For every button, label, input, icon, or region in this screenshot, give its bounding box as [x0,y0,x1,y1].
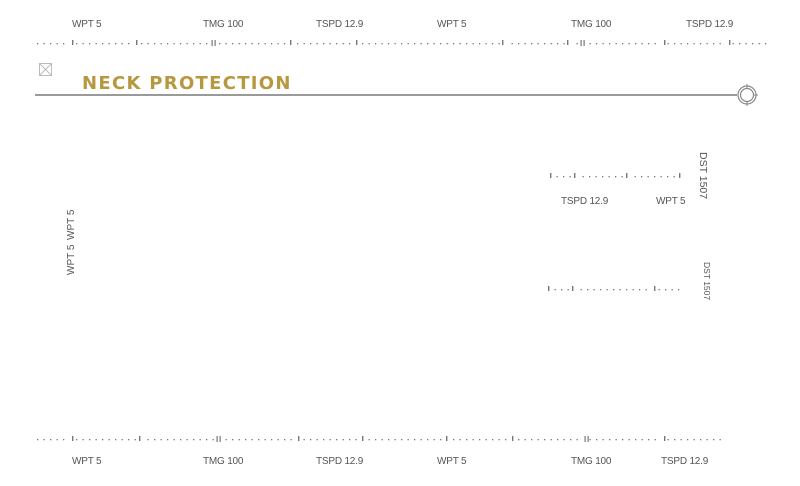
page-title: NECK PROTECTION [82,73,292,94]
top-ruler-label-wpt: WPT 5 [437,19,467,30]
bottom-ruler-label-tmg: TMG 100 [571,456,612,467]
panel-1-dst-label: DST 1507 [697,152,709,200]
bottom-ruler-label-wpt: WPT 5 [72,456,102,467]
panel-1-label-wpt: WPT 5 [656,196,686,207]
side-label-wpt: WPT 5 [66,244,77,275]
top-ruler-label-tmg: TMG 100 [571,19,612,30]
side-label-wpt: WPT 5 [66,209,77,240]
bottom-ruler-label-tspd: TSPD 12.9 [661,456,709,467]
top-ruler-label-wpt: WPT 5 [72,19,102,30]
bottom-ruler-label-tspd: TSPD 12.9 [316,456,364,467]
bottom-ruler [36,436,721,442]
panel-2-ruler [547,286,682,292]
top-ruler-label-tmg: TMG 100 [203,19,244,30]
bottom-ruler-label-wpt: WPT 5 [437,456,467,467]
header-divider [35,94,737,96]
close-box-icon[interactable] [39,63,52,76]
bottom-ruler-label-tmg: TMG 100 [203,456,244,467]
top-ruler [36,40,771,46]
top-ruler-label-tspd: TSPD 12.9 [316,19,364,30]
panel-2-dst-label: DST 1507 [702,262,712,301]
panel-1-ruler [549,173,684,179]
crosshair-target-icon[interactable] [735,83,759,107]
panel-1-label-tspd: TSPD 12.9 [561,196,609,207]
top-ruler-label-tspd: TSPD 12.9 [686,19,734,30]
